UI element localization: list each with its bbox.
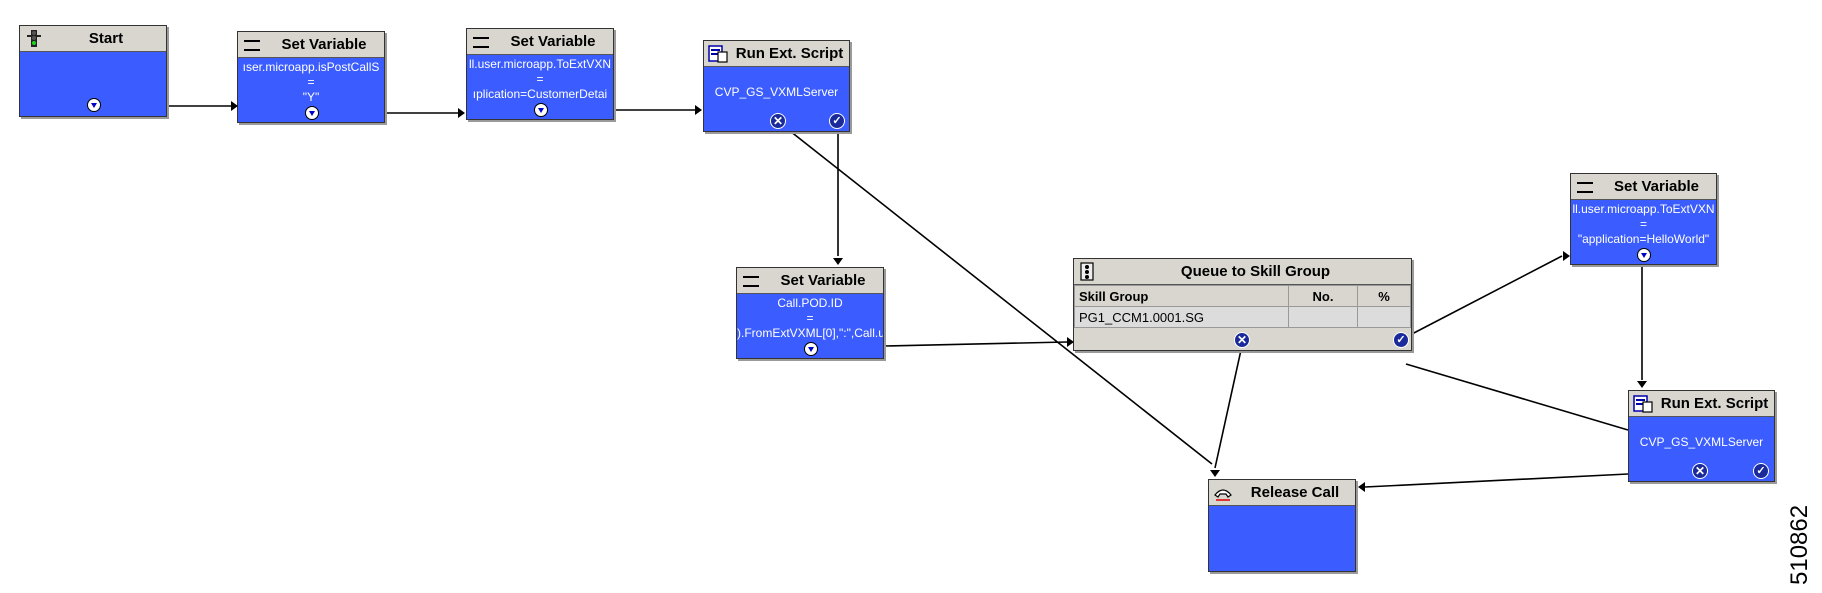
release-call-title: Release Call [1250,484,1340,501]
run-ext-script-2-input-port[interactable] [1637,381,1647,388]
run-ext-script-2-failure-port[interactable]: ✕ [1692,463,1708,479]
run-ext-script-1-title: Run Ext. Script [735,45,844,62]
set-variable-4-output-port[interactable] [1637,248,1651,262]
phone-release-icon [1214,489,1232,501]
set-variable-4-value: "application=HelloWorld" [1577,232,1710,246]
equals-icon [473,37,489,48]
queue-node-title: Queue to Skill Group [1180,263,1331,280]
set-variable-2-value: ıplication=CustomerDetai [472,87,608,101]
edge-queue-setvar4 [1409,255,1563,336]
edge-runext2-queue [1405,363,1629,431]
equals-icon [1577,182,1593,193]
set-variable-node-4[interactable]: Set Variable ll.user.microapp.ToExtVXN =… [1570,173,1717,265]
queue-input-port[interactable] [1067,337,1074,347]
start-node[interactable]: Start [19,25,167,117]
start-node-title: Start [88,30,124,47]
edge-runext1-release [789,130,1213,465]
traffic-light-icon [27,30,41,47]
set-variable-1-input-port[interactable] [231,101,238,111]
column-number: No. [1288,285,1358,307]
set-variable-2-target: ll.user.microapp.ToExtVXN [468,57,612,71]
run-ext-script-node-2[interactable]: Run Ext. Script CVP_GS_VXMLServer ✕ ✓ [1628,390,1775,482]
set-variable-1-value: "Y" [302,90,320,104]
set-variable-node-1[interactable]: Set Variable ıser.microapp.isPostCallS =… [237,31,385,123]
run-ext-script-1-name: CVP_GS_VXMLServer [714,85,839,99]
set-variable-3-header: Set Variable [737,268,883,294]
table-row[interactable]: PG1_CCM1.0001.SG [1074,306,1411,328]
set-variable-node-3[interactable]: Set Variable Call.POD.ID = ).FromExtVXML… [736,267,884,359]
run-ext-script-2-success-port[interactable]: ✓ [1753,463,1769,479]
set-variable-1-equals: = [307,75,315,89]
run-ext-script-1-header: Run Ext. Script [704,41,849,67]
set-variable-3-equals: = [806,311,814,325]
run-ext-script-2-header: Run Ext. Script [1629,391,1774,417]
queue-success-port[interactable]: ✓ [1393,332,1409,348]
set-variable-1-header: Set Variable [238,32,384,58]
percent-cell [1357,306,1411,328]
set-variable-2-equals: = [536,72,544,86]
set-variable-1-title: Set Variable [281,36,367,53]
set-variable-4-input-port[interactable] [1563,251,1570,261]
script-icon [708,45,728,63]
run-ext-script-1-failure-port[interactable]: ✕ [770,113,786,129]
release-call-header: Release Call [1209,480,1355,506]
release-call-side-input-port[interactable] [1358,482,1365,492]
run-ext-script-1-input-port[interactable] [695,105,702,115]
set-variable-1-target: ıser.microapp.isPostCallS [242,60,380,74]
equals-icon [244,40,260,51]
set-variable-3-value: ).FromExtVXML[0],":",Call.u [737,326,883,340]
set-variable-4-header: Set Variable [1571,174,1716,200]
run-ext-script-2-title: Run Ext. Script [1660,395,1769,412]
set-variable-2-title: Set Variable [510,33,596,50]
set-variable-3-input-port[interactable] [833,258,843,265]
run-ext-script-1-success-port[interactable]: ✓ [829,113,845,129]
queue-icon [1080,262,1094,281]
release-call-input-port[interactable] [1210,470,1220,477]
set-variable-1-output-port[interactable] [305,106,319,120]
queue-node-header: Queue to Skill Group [1074,259,1411,285]
set-variable-2-input-port[interactable] [458,108,465,118]
queue-failure-port[interactable]: ✕ [1234,332,1250,348]
start-output-port[interactable] [87,98,101,112]
set-variable-4-target: ll.user.microapp.ToExtVXN [1572,202,1715,216]
set-variable-node-2[interactable]: Set Variable ll.user.microapp.ToExtVXN =… [466,28,614,120]
set-variable-2-output-port[interactable] [534,103,548,117]
skill-group-cell: PG1_CCM1.0001.SG [1074,306,1289,328]
equals-icon [743,276,759,287]
set-variable-2-header: Set Variable [467,29,613,55]
skill-group-table: Skill Group No. % PG1_CCM1.0001.SG [1074,285,1411,328]
run-ext-script-node-1[interactable]: Run Ext. Script CVP_GS_VXMLServer ✕ ✓ [703,40,850,132]
set-variable-4-equals: = [1639,217,1647,231]
edge-setvar3-queue [883,341,1068,347]
column-percent: % [1357,285,1411,307]
figure-id: 510862 [1786,504,1813,585]
set-variable-3-target: Call.POD.ID [777,296,843,310]
skill-group-table-header: Skill Group No. % [1074,285,1411,307]
release-call-node[interactable]: Release Call [1208,479,1356,572]
queue-to-skill-group-node[interactable]: Queue to Skill Group Skill Group No. % P… [1073,258,1412,351]
edge-runext2-release [1364,473,1629,488]
set-variable-4-title: Set Variable [1613,178,1700,195]
number-cell [1288,306,1358,328]
script-icon [1633,395,1653,413]
set-variable-3-output-port[interactable] [804,342,818,356]
edge-queue-release [1214,349,1242,469]
run-ext-script-2-name: CVP_GS_VXMLServer [1639,435,1764,449]
start-node-header: Start [20,26,166,52]
column-skill-group: Skill Group [1074,285,1289,307]
set-variable-3-title: Set Variable [780,272,866,289]
